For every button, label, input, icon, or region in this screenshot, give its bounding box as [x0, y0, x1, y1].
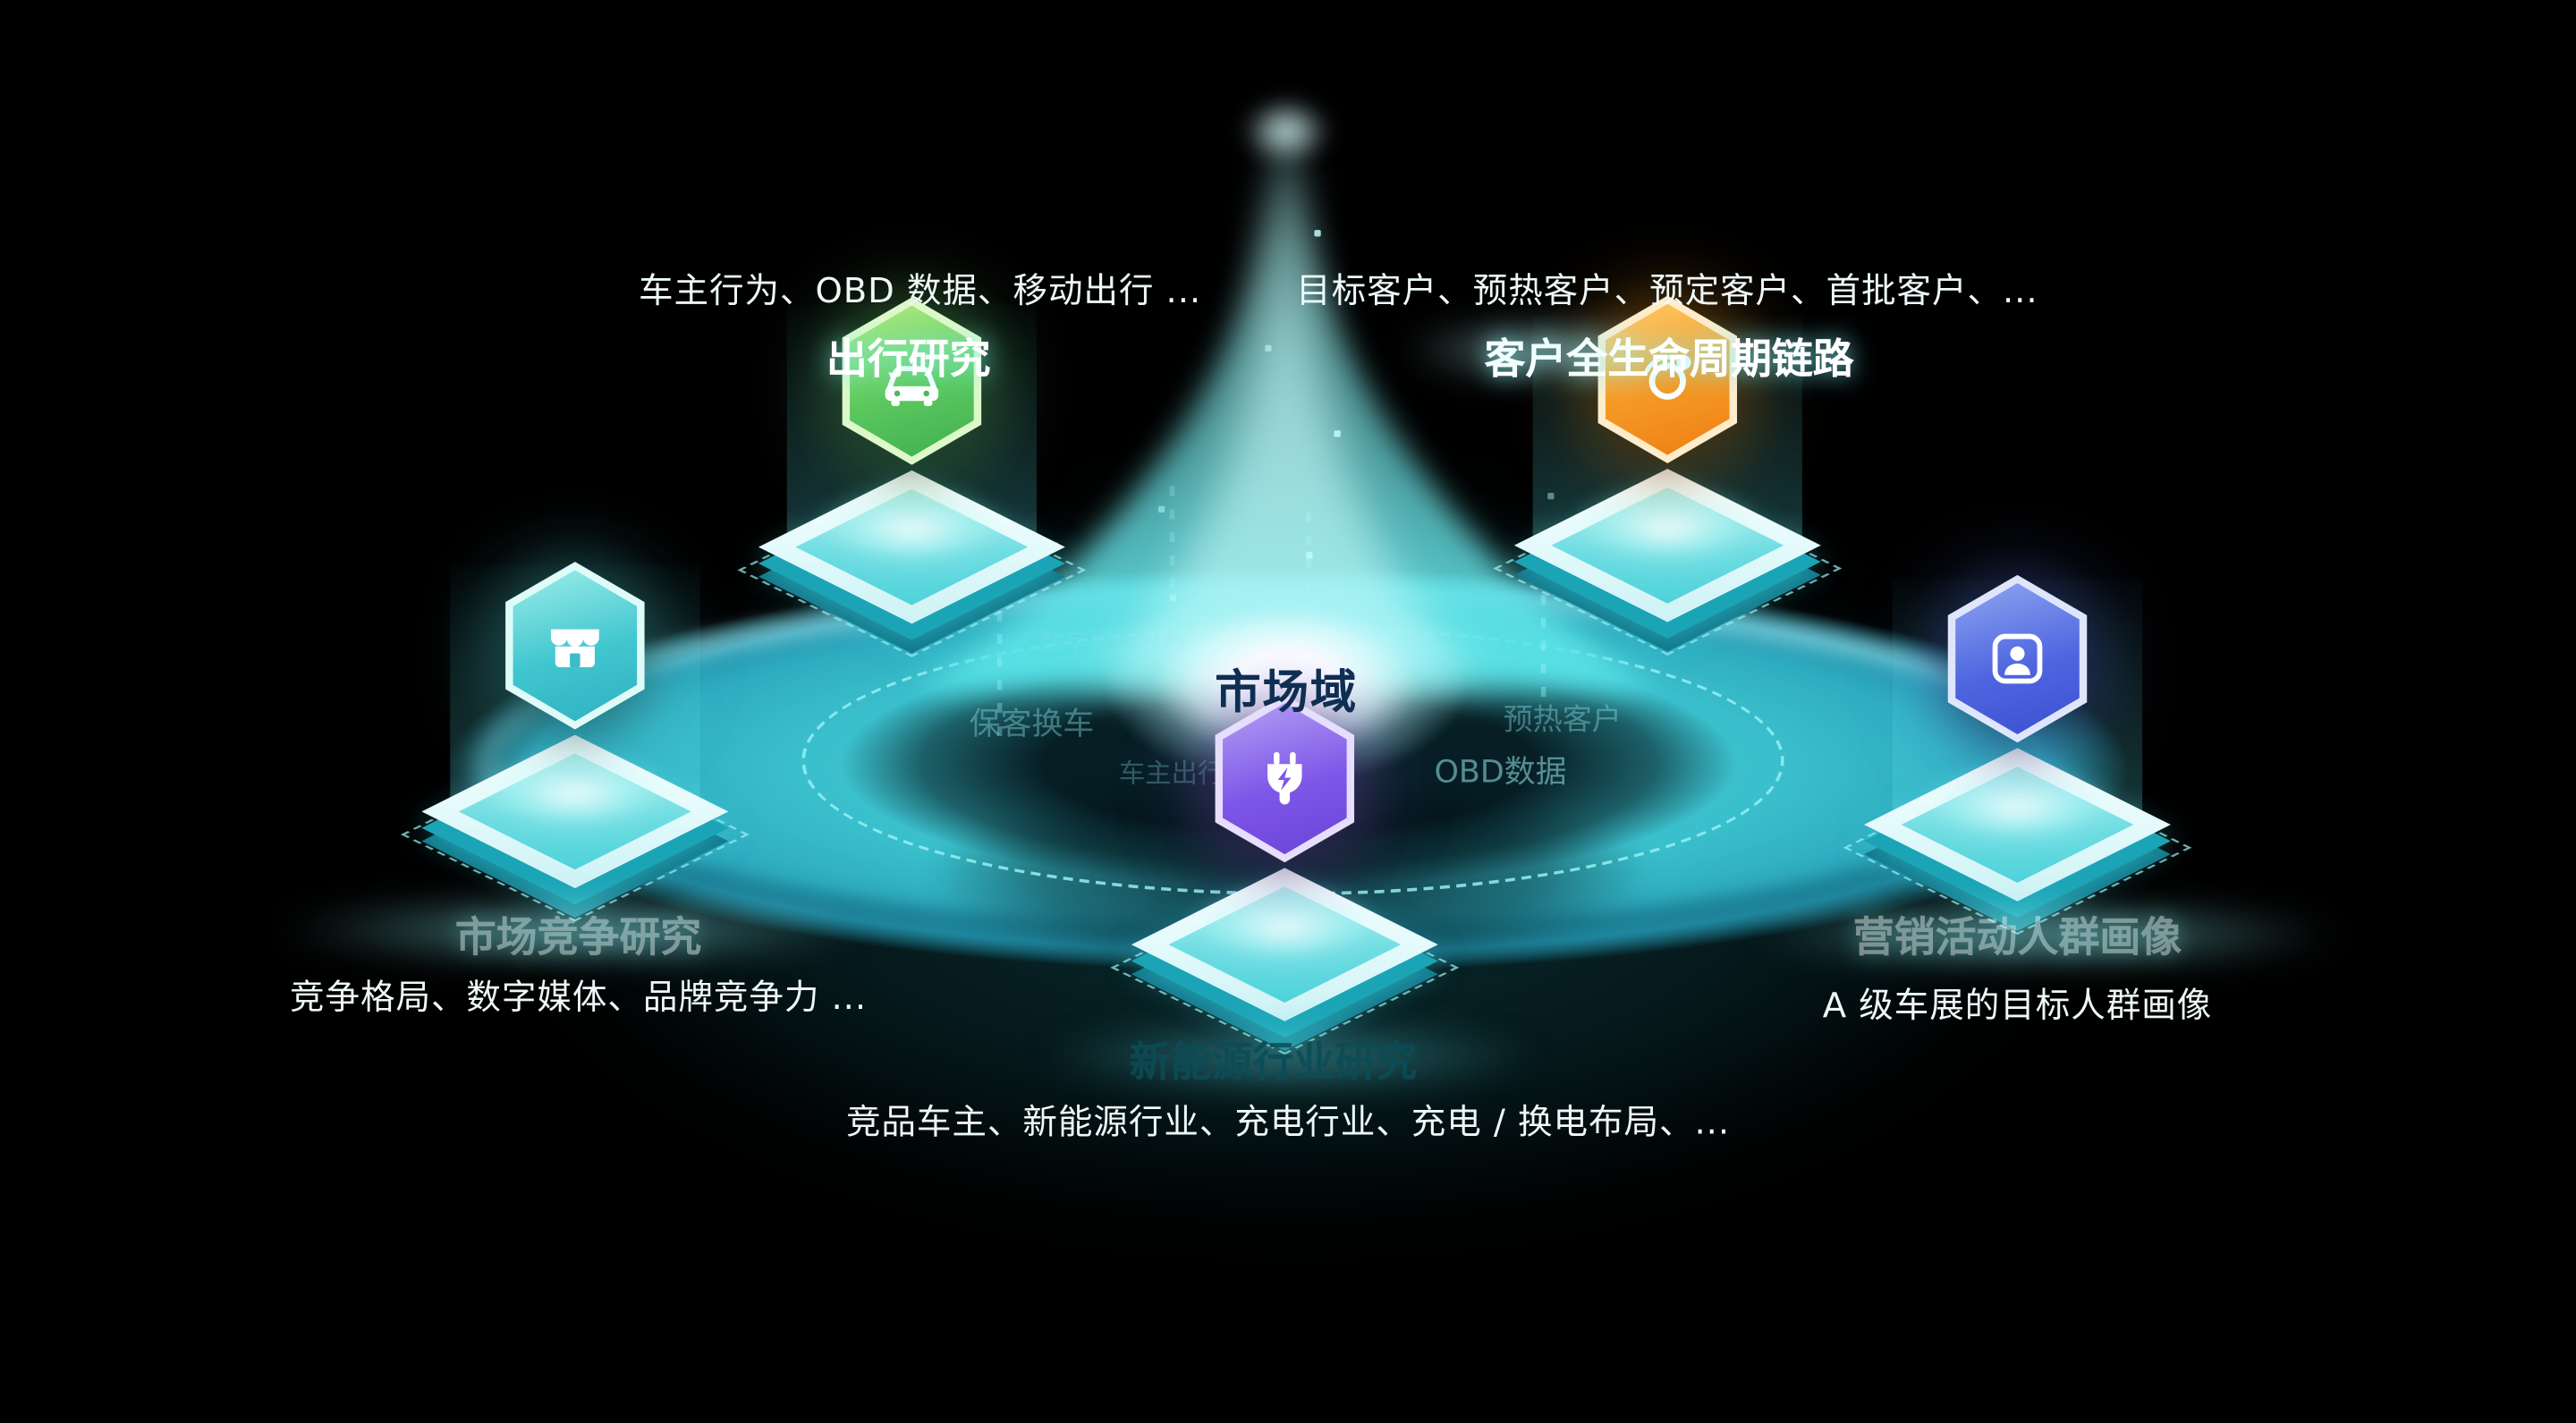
watermark-label: 保客换车 — [969, 706, 1095, 743]
hexagon-face — [850, 305, 974, 457]
pedestal-glow — [479, 755, 671, 832]
center-domain-label: 市场域 — [1215, 665, 1359, 720]
new-energy-caption: 竞品车主、新能源行业、充电行业、充电 / 换电布局、... — [845, 1102, 1731, 1142]
pedestal-glow — [1921, 768, 2114, 845]
market-competition-badge — [499, 562, 650, 730]
customer-lifecycle-caption: 目标客户、预热客户、预定客户、首批客户、... — [1296, 271, 2038, 311]
travel-research-title: 出行研究 — [826, 335, 991, 383]
data-stream — [1540, 572, 1546, 710]
particle — [1157, 505, 1165, 513]
hexagon-face — [1223, 703, 1347, 855]
hexagon-face — [513, 570, 638, 722]
person-card-icon — [1992, 633, 2043, 684]
pedestal-glow — [1189, 888, 1380, 965]
hexagon-face — [1955, 583, 2080, 735]
particle — [1265, 344, 1272, 352]
particle — [1314, 230, 1321, 237]
market-competition-title: 市场竞争研究 — [454, 913, 702, 961]
watermark-label: OBD数据 — [1434, 754, 1567, 791]
particle — [1169, 594, 1177, 602]
new-energy-badge — [1209, 694, 1360, 863]
audience-persona-badge — [1942, 574, 2093, 743]
light-beam — [916, 95, 1657, 690]
travel-research-badge — [836, 297, 987, 465]
particle — [1547, 493, 1555, 500]
pedestal-glow — [1572, 489, 1763, 565]
market-competition-caption: 竞争格局、数字媒体、品牌竞争力 ... — [289, 977, 868, 1017]
pedestal-glow — [816, 491, 1007, 567]
customer-lifecycle-title: 客户全生命周期链路 — [1484, 335, 1854, 383]
watermark-label: 预热客户 — [1503, 703, 1622, 738]
new-energy-title: 新能源行业研究 — [1129, 1038, 1418, 1087]
particle — [1334, 430, 1341, 437]
store-icon — [550, 629, 599, 668]
beam-tip-glow — [1241, 98, 1331, 165]
particle — [1306, 552, 1313, 559]
audience-persona-caption: A 级车展的目标人群画像 — [1822, 986, 2213, 1026]
data-stream — [996, 611, 1003, 743]
audience-persona-title: 营销活动人群画像 — [1852, 913, 2182, 961]
charging-plug-icon — [1267, 751, 1302, 805]
car-icon — [885, 366, 939, 406]
data-stream — [1169, 486, 1175, 602]
travel-research-caption: 车主行为、OBD 数据、移动出行 ... — [639, 271, 1202, 311]
